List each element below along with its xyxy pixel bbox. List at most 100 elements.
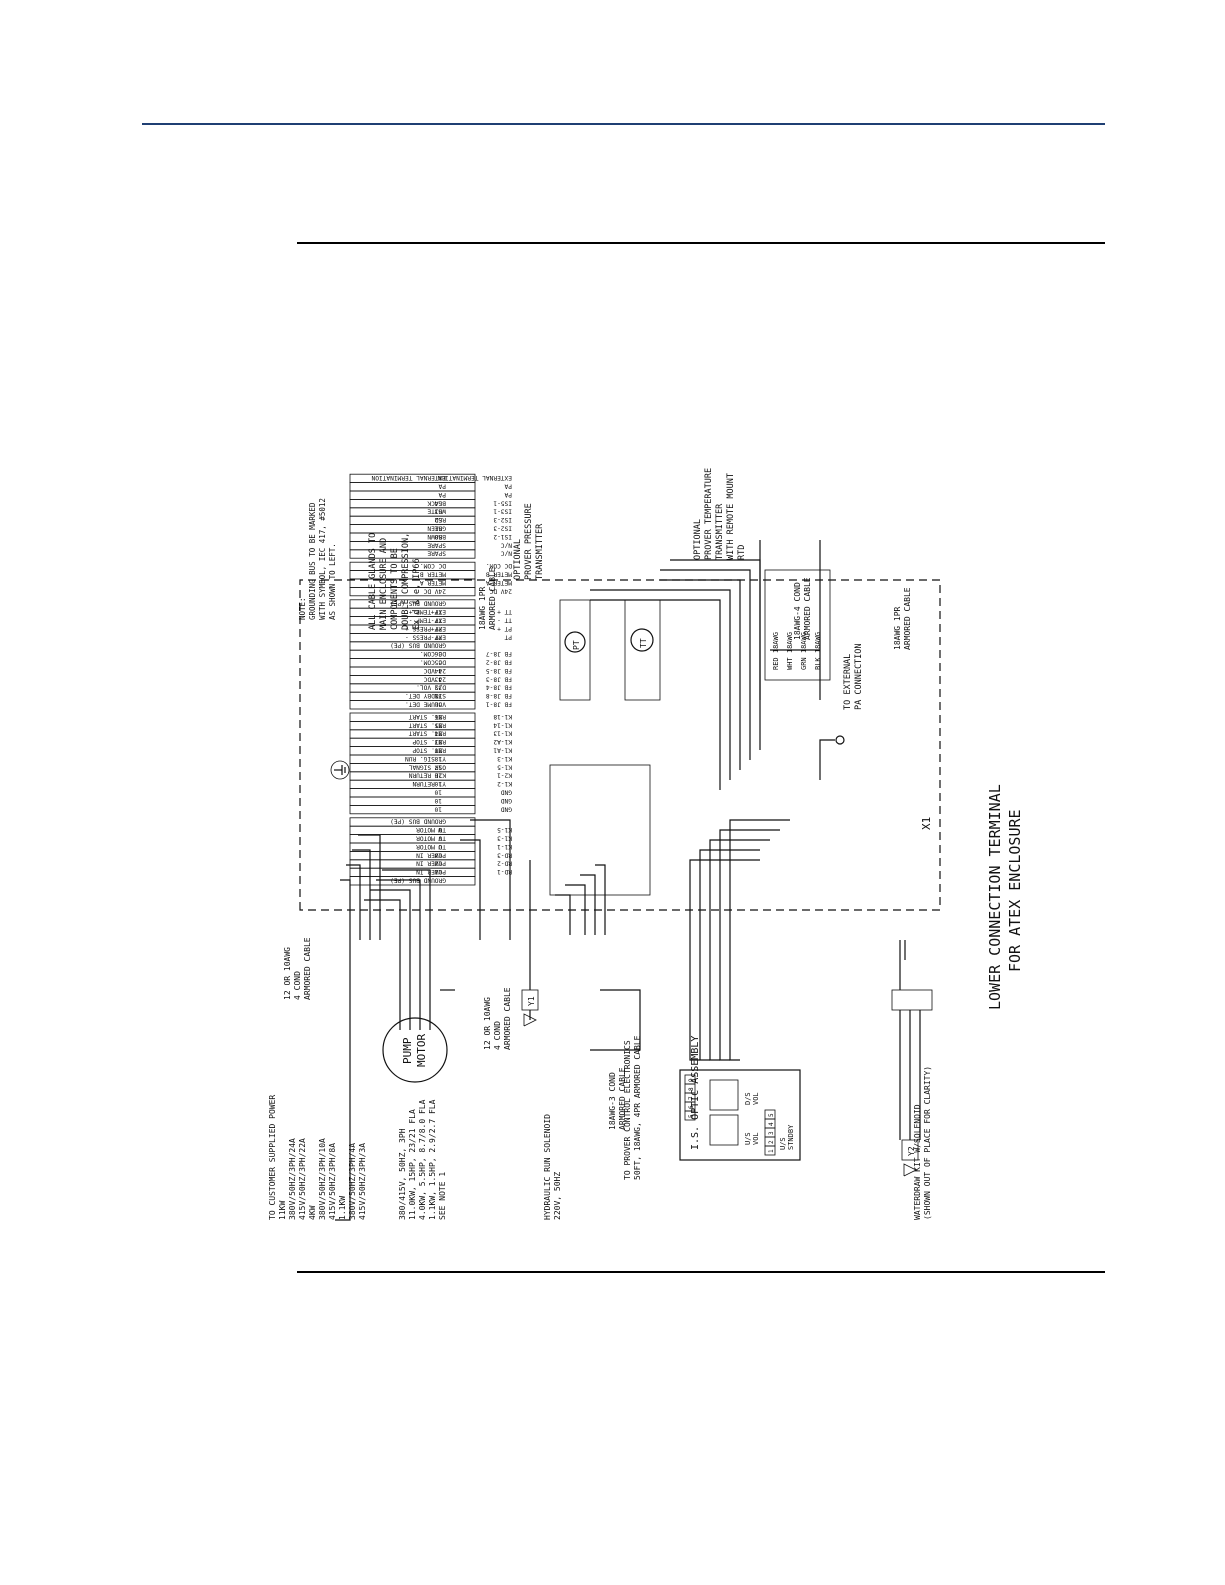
terminal-label: K2E RETURN (408, 772, 446, 779)
note-line: ARMORED CABLE (503, 987, 512, 1050)
terminal-number: 10 (434, 772, 442, 779)
terminal-cell (349, 658, 476, 668)
optic-assembly: I.S. OPTIC ASSEMBLY U/S VOL D/S VOL U/S … (679, 1036, 801, 1161)
terminal-destination: PT (504, 633, 512, 640)
terminal-number: 36 (434, 650, 442, 657)
rtd-wire: GRN 18AWG (800, 632, 808, 670)
terminal-label: PA (438, 483, 446, 490)
terminal-number: TT- (431, 617, 442, 624)
terminal-destination: TT + (497, 608, 512, 615)
terminal-cell (349, 561, 476, 571)
note-line: 220V, 50HZ (553, 1172, 562, 1220)
note-line: PROVER PRESSURE (524, 503, 534, 580)
terminal-label: POWER IN (416, 868, 446, 875)
note-line: PA CONNECTION (854, 643, 864, 710)
terminal-label: GROUND BUS (PE) (390, 600, 446, 607)
terminal-cell (349, 666, 476, 676)
terminal-cell (349, 788, 476, 798)
terminal-destination: FB J8-2 (486, 659, 512, 666)
terminal-label: DC COM. (420, 562, 446, 569)
terminal-number: 33 (434, 675, 442, 682)
optic-terminal-num: 6 (688, 1105, 695, 1109)
terminal-label: POWER IN (416, 860, 446, 867)
terminal-label: RMT. START (408, 721, 446, 728)
terminal-number: PT- (431, 633, 442, 640)
title-line-2: FOR ATEX ENCLOSURE (1006, 809, 1024, 972)
note-line: 18AWG 1PR (893, 606, 902, 650)
ground-symbol (330, 760, 350, 780)
terminal-destination: K1-A2 (493, 738, 512, 745)
terminal-strip (349, 473, 476, 886)
terminal-cell (349, 490, 476, 500)
note-line: (SHOWN OUT OF PLACE FOR CLARITY) (923, 1066, 932, 1220)
us-stby-label: U/S (779, 1137, 787, 1150)
note-line: ARMORED CABLE (303, 937, 312, 1000)
terminal-label: OSR SIGNAL (408, 763, 446, 770)
terminal-destination: GND (501, 797, 512, 804)
terminal-label: TO MOTOR (416, 843, 446, 850)
terminal-destination: K1-2 (497, 780, 512, 787)
note-line: SEE NOTE 1 (438, 1172, 447, 1220)
terminal-number: 35 (434, 659, 442, 666)
hydraulic-solenoid-y1: Y1 (521, 989, 539, 1027)
note-line: WITH SYMBOL, IEC 417, #5012 (318, 498, 327, 620)
note-line: 11KW (278, 1201, 287, 1220)
terminal-number: 10 (434, 780, 442, 787)
note-line: 18AWG-4 COND (793, 582, 802, 640)
optic-terminal (764, 1109, 776, 1120)
terminal-label: GROUND BUS (PE) (390, 818, 446, 825)
terminal-number: 10 (434, 747, 442, 754)
terminal-number: S3 (434, 508, 442, 515)
terminal-cell (349, 683, 476, 693)
terminal-label: Y1 RETURN (412, 780, 446, 787)
terminal-cell (349, 834, 476, 844)
terminal-number: S4 (434, 499, 442, 506)
terminal-number: 10 (434, 797, 442, 804)
note-line: 4 COND (293, 971, 302, 1000)
note-line: 18AWG-3 COND (608, 1072, 617, 1130)
note-line: COMPONENTS TO BE (390, 548, 400, 630)
terminal-destination: GND (501, 805, 512, 812)
note-line: GROUNDING BUS TO BE MARKED (308, 502, 317, 620)
pressure-transmitter: PT (559, 599, 591, 701)
terminal-number: S0 (434, 533, 442, 540)
terminal-cell (349, 804, 476, 815)
terminal-number: 31 (434, 692, 442, 699)
y2-label: Y2 (907, 1146, 916, 1156)
terminal-destination: METER B (486, 571, 512, 578)
waterdraw-solenoid-y2: Y2 (901, 1139, 919, 1177)
note-line: 380V/50HZ/3PH/10A (318, 1138, 327, 1220)
note-line: 12 OR 10AWG (283, 947, 292, 1000)
terminal-destination: PA (504, 483, 512, 490)
terminal-number: L3 (434, 851, 442, 858)
terminal-destination: IS5-1 (493, 499, 512, 506)
terminal-label: VOLUME DET. (405, 701, 446, 708)
optic-terminal-num: 5 (768, 1113, 775, 1117)
terminal-destination: N/C (501, 550, 512, 557)
note-line: HYDRAULIC RUN SOLENOID (543, 1114, 552, 1220)
note-line: ARMORED CABLE (618, 1067, 627, 1130)
terminal-label: EXTERNAL TERMINATION (371, 474, 446, 481)
terminal-destination: IS3-1 (493, 508, 512, 515)
terminal-cell (349, 515, 476, 525)
terminal-label: RMT. START (408, 713, 446, 720)
terminal-label: 24V DC (423, 587, 446, 594)
note-line: 1.1KW (338, 1196, 347, 1220)
terminal-number: V (438, 835, 442, 842)
terminal-number: W (438, 826, 442, 833)
terminal-label: TO MOTOR (416, 826, 446, 833)
optic-terminal-num: 1 (768, 1149, 775, 1153)
pump-motor: PUMP MOTOR (382, 1017, 448, 1083)
terminal-destination: FB J8-4 (486, 684, 512, 691)
terminal-destination: FB J8-1 (486, 701, 512, 708)
rtd-wire: WHT 18AWG (786, 632, 794, 670)
terminal-label: RMT. STOP (412, 747, 446, 754)
